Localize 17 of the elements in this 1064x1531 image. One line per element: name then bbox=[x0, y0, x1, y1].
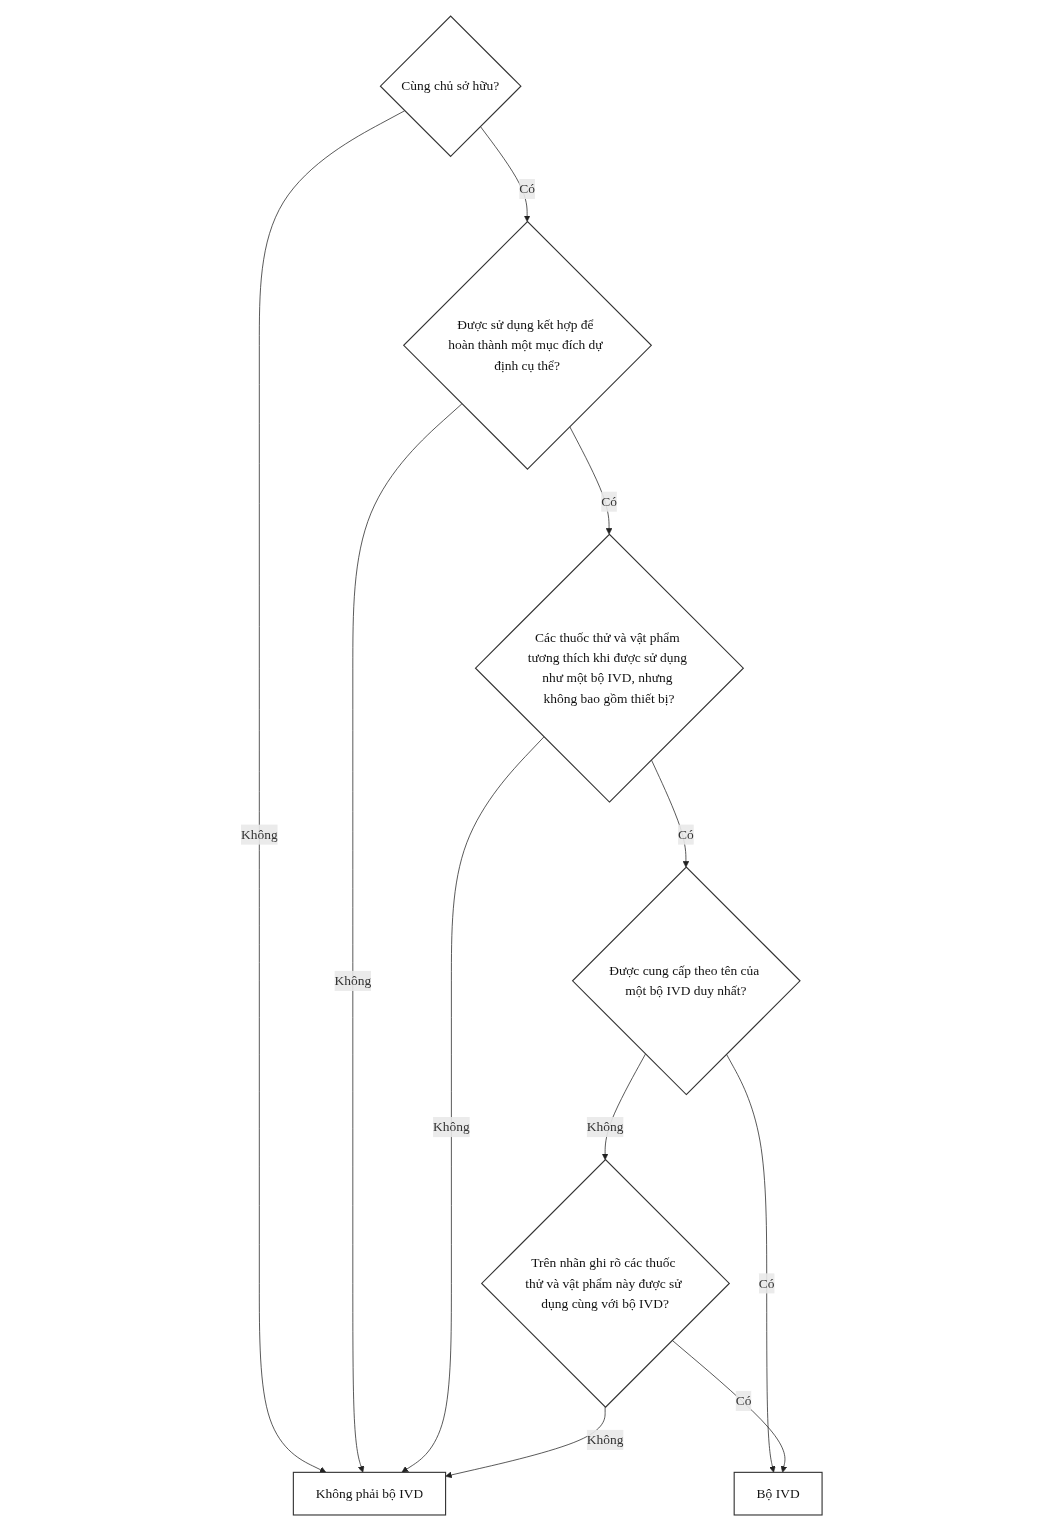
edge-label: Không bbox=[241, 826, 279, 842]
node-box: Bộ IVD bbox=[734, 1471, 824, 1516]
node-diamond: Được cung cấp theo tên của một bộ IVD duy nhất? bbox=[572, 866, 802, 1096]
node-diamond: Các thuốc thử và vật phẩm tương thích khi được sử dụng như một bộ IVD, nhưng không bao gồm thiết bị? bbox=[475, 533, 745, 803]
node-diamond: Trên nhãn ghi rõ các thuốc thử và vật phẩm này được sử dụng cùng với bộ IVD? bbox=[481, 1158, 731, 1409]
node-diamond: Được sử dụng kết hợp để hoàn thành một mục đích dự định cụ thể? bbox=[403, 220, 653, 470]
edge-label: Có bbox=[519, 181, 536, 197]
edge-label: Có bbox=[759, 1275, 776, 1291]
edge-label: Không bbox=[587, 1119, 624, 1135]
edge-label: Không bbox=[587, 1431, 624, 1447]
node-box: Không phải bộ IVD bbox=[293, 1471, 447, 1516]
edge-label: Có bbox=[736, 1392, 752, 1408]
edge-label: Có bbox=[678, 826, 695, 842]
edge-label: Không bbox=[334, 973, 372, 988]
edge-label: Có bbox=[601, 493, 618, 509]
node-diamond: Cùng chủ sở hữu? bbox=[380, 15, 523, 158]
edge-label: Không bbox=[433, 1119, 471, 1135]
